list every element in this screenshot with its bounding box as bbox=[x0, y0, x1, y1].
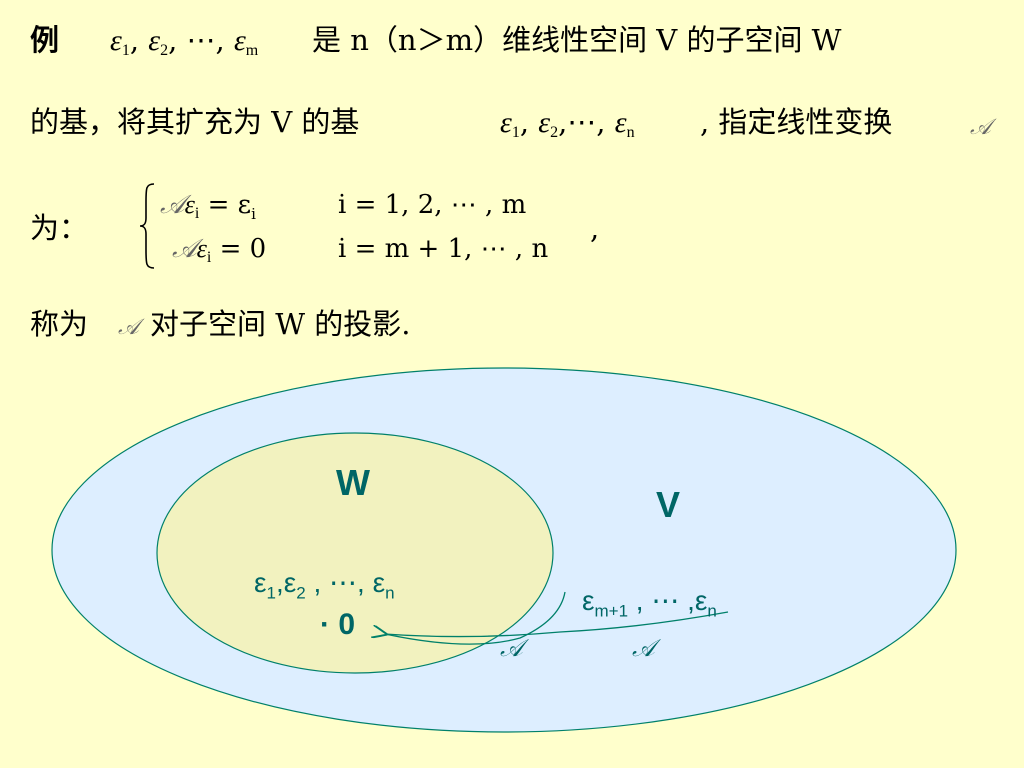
map-label-1: 𝒜 bbox=[500, 634, 523, 662]
subspace-w-ellipse bbox=[156, 432, 554, 674]
line2-text-b: , 指定线性变换 bbox=[700, 105, 893, 139]
transform-symbol-2: 𝒜 bbox=[118, 315, 139, 340]
case-row-2: 𝒜εi = 0 bbox=[172, 234, 267, 266]
subspace-basis-label: ε1,ε2 , ⋯, εn bbox=[254, 567, 395, 603]
map-label-2: 𝒜 bbox=[632, 634, 655, 662]
line2-text-a: 的基，将其扩充为 V 的基 bbox=[30, 105, 360, 139]
line3-prefix: 为： bbox=[30, 211, 89, 245]
left-brace-icon bbox=[139, 183, 155, 269]
space-v-label: V bbox=[656, 484, 681, 525]
case-row-1: 𝒜εi = εi bbox=[160, 190, 256, 224]
line4-text: 对子空间 W 的投影. bbox=[150, 307, 411, 341]
complement-basis-label: εm+1 , ⋯ ,εn bbox=[582, 585, 717, 621]
projection-arrow-2 bbox=[384, 611, 729, 638]
extended-basis-expression: ε1, ε2,⋯, εn bbox=[500, 105, 635, 141]
line4-prefix: 称为 bbox=[30, 307, 89, 341]
case-row-2-condition: i = m + 1, ⋯ , n bbox=[338, 234, 549, 264]
line1-text: 是 n（n＞m）维线性空间 V 的子空间 W bbox=[312, 23, 842, 57]
subspace-w-label: W bbox=[336, 462, 370, 503]
projection-arrow-1 bbox=[385, 591, 566, 645]
zero-vector-label: · 0 bbox=[320, 608, 356, 641]
transform-symbol: 𝒜 bbox=[970, 115, 991, 140]
example-label: 例 bbox=[30, 23, 60, 57]
case-row-1-condition: i = 1, 2, ⋯ , m bbox=[338, 190, 527, 220]
trailing-comma: , bbox=[590, 211, 600, 245]
subspace-basis-expression: ε1, ε2, ⋯, εm bbox=[110, 23, 259, 59]
